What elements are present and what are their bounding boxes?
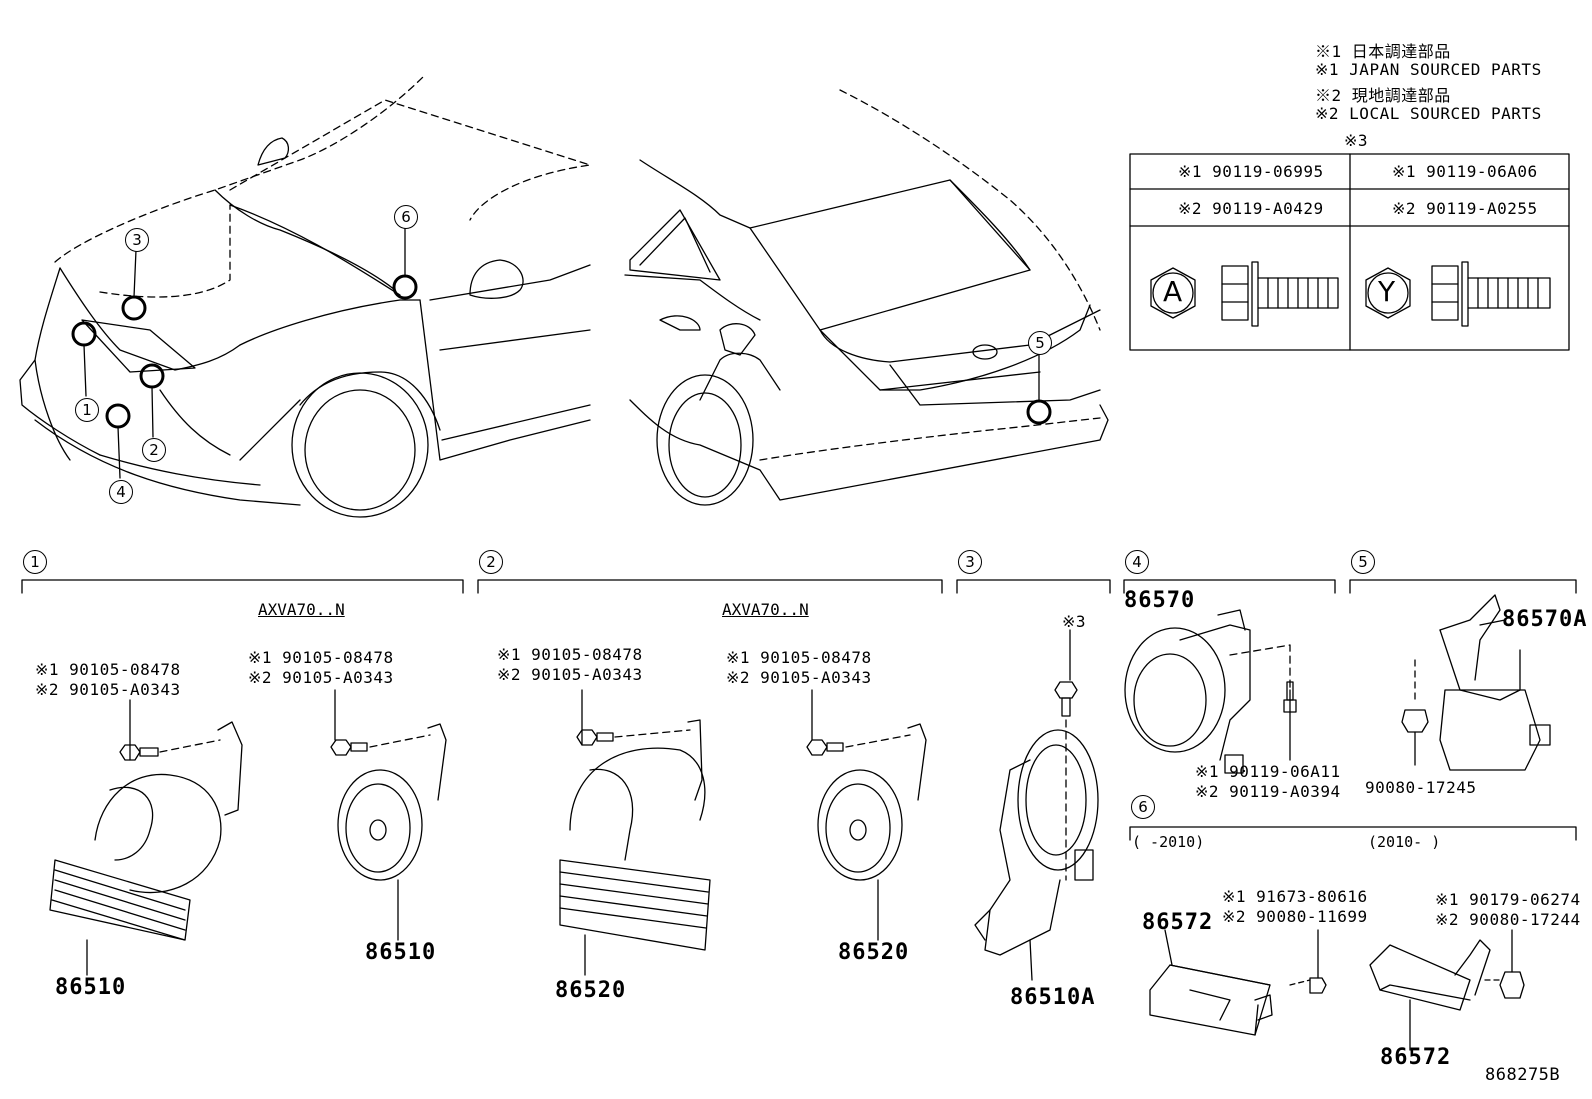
drawing-id: 868275B (1485, 1065, 1561, 1085)
section1-bolt-left-1: ※1 90105-08478 (35, 660, 181, 679)
section1-model: AXVA70..N (258, 600, 345, 619)
section4-bolt-2: ※2 90119-A0394 (1195, 782, 1341, 801)
section2-bolt-left-1: ※1 90105-08478 (497, 645, 643, 664)
section1-bolt-right-2: ※2 90105-A0343 (248, 668, 394, 687)
section1-part-left: 86510 (55, 975, 127, 1000)
hex-a-mark: A (1163, 275, 1183, 308)
front-vehicle-drawing (19, 74, 591, 518)
vehicle-callout-leaders (83, 226, 1040, 479)
section-brackets (21, 579, 1577, 841)
section5-part: 86570A (1502, 607, 1588, 632)
section6-bolt-right-2: ※2 90080-17244 (1435, 910, 1581, 929)
section6-drawings (1149, 929, 1525, 1051)
vehicle-callout-rings (71, 274, 1052, 429)
section3-drawings (974, 629, 1099, 981)
section6-range-left: ( -2010) (1132, 833, 1205, 851)
note3-title: ※3 (1344, 131, 1369, 150)
rear-vehicle-drawing (624, 89, 1109, 506)
section2-drawings (559, 689, 927, 976)
vehicle-callout-3: 3 (125, 228, 149, 252)
section6-bolt-left-2: ※2 90080-11699 (1222, 907, 1368, 926)
note3-cell-2: ※1 90119-06A06 (1392, 162, 1538, 181)
vehicle-callout-1: 1 (75, 398, 99, 422)
note3-hardware-drawings (1150, 261, 1551, 327)
note3-cell-4: ※2 90119-A0255 (1392, 199, 1538, 218)
section2-bolt-left-2: ※2 90105-A0343 (497, 665, 643, 684)
note3-cell-1: ※1 90119-06995 (1178, 162, 1324, 181)
section-1-number: 1 (23, 550, 47, 574)
section2-part-right: 86520 (838, 940, 910, 965)
hex-y-mark: Y (1378, 275, 1396, 308)
section5-bolt: 90080-17245 (1365, 778, 1477, 797)
section3-part: 86510A (1010, 985, 1096, 1010)
section2-bolt-right-2: ※2 90105-A0343 (726, 668, 872, 687)
section6-part-left: 86572 (1142, 910, 1214, 935)
section-6-number: 6 (1131, 795, 1155, 819)
note3-table-grid (1129, 153, 1570, 351)
section2-part-left: 86520 (555, 978, 627, 1003)
section4-drawings (1124, 609, 1297, 774)
section1-part-right: 86510 (365, 940, 437, 965)
legend-japan-en: ※1 JAPAN SOURCED PARTS (1315, 60, 1542, 79)
section4-bolt-1: ※1 90119-06A11 (1195, 762, 1341, 781)
section2-model: AXVA70..N (722, 600, 809, 619)
section2-bolt-right-1: ※1 90105-08478 (726, 648, 872, 667)
section6-bolt-right-1: ※1 90179-06274 (1435, 890, 1581, 909)
legend-local-en: ※2 LOCAL SOURCED PARTS (1315, 104, 1542, 123)
section-4-number: 4 (1125, 550, 1149, 574)
legend-local-jp: ※2 現地調達部品 (1315, 86, 1451, 105)
section4-part: 86570 (1124, 588, 1196, 613)
section5-drawings (1401, 594, 1551, 771)
vehicle-callout-6: 6 (394, 205, 418, 229)
section6-range-right: (2010- ) (1368, 833, 1441, 851)
section3-note: ※3 (1062, 612, 1087, 631)
section1-bolt-right-1: ※1 90105-08478 (248, 648, 394, 667)
section1-bolt-left-2: ※2 90105-A0343 (35, 680, 181, 699)
section1-drawings (49, 689, 447, 976)
vehicle-callout-5: 5 (1028, 331, 1052, 355)
note3-cell-3: ※2 90119-A0429 (1178, 199, 1324, 218)
section6-bolt-left-1: ※1 91673-80616 (1222, 887, 1368, 906)
legend-japan-jp: ※1 日本調達部品 (1315, 42, 1451, 61)
section-3-number: 3 (958, 550, 982, 574)
vehicle-callout-2: 2 (142, 438, 166, 462)
section-2-number: 2 (479, 550, 503, 574)
section6-part-right: 86572 (1380, 1045, 1452, 1070)
section-5-number: 5 (1351, 550, 1375, 574)
vehicle-callout-4: 4 (109, 480, 133, 504)
